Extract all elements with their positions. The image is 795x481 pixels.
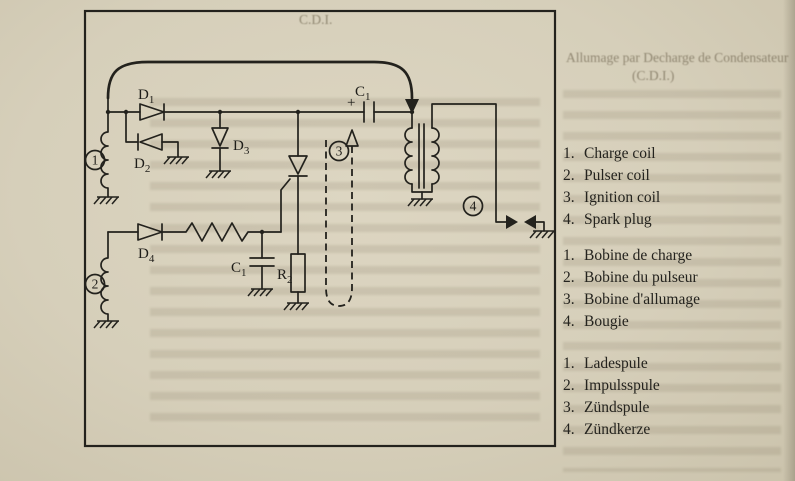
legend-item: 3.Ignition coil xyxy=(563,189,661,206)
legend-item: 2.Bobine du pulseur xyxy=(563,269,698,286)
legend-english: 1.Charge coil 2.Pulser coil 3.Ignition c… xyxy=(563,143,791,231)
ground-symbol xyxy=(283,302,310,311)
page-edge-shadow xyxy=(783,0,795,481)
ground-symbol xyxy=(247,288,274,297)
callout-3: 3 xyxy=(328,140,350,162)
junction-dots xyxy=(105,109,415,235)
legend-item: 4.Spark plug xyxy=(563,211,652,228)
label-c1: C1 xyxy=(355,84,371,103)
legend-item: 4.Bougie xyxy=(563,313,629,330)
ghost-text-region xyxy=(563,90,781,472)
charge-flow-arrow xyxy=(106,60,419,114)
ghost-text: C.D.I. xyxy=(299,12,333,27)
diode-d2: D2 xyxy=(125,111,190,175)
svg-text:3: 3 xyxy=(336,144,343,159)
capacitor-c1: C1 + xyxy=(347,84,375,123)
legend-german: 1.Ladespule 2.Impulsspule 3.Zündspule 4.… xyxy=(563,353,791,441)
ghost-text-region xyxy=(150,98,540,433)
legend-item: 4.Zündkerze xyxy=(563,421,651,438)
legend-item: 1.Charge coil xyxy=(563,145,656,162)
ground-symbol xyxy=(93,196,120,205)
label-d2: D2 xyxy=(134,156,150,175)
spark-plug xyxy=(506,215,556,239)
diagram-frame xyxy=(83,9,557,448)
diode-d1: D1 xyxy=(138,87,165,121)
legend-french: 1.Bobine de charge 2.Bobine du pulseur 3… xyxy=(563,245,791,333)
legend-item: 3.Zündspule xyxy=(563,399,650,416)
main-wire xyxy=(107,111,413,129)
legend-item: 1.Bobine de charge xyxy=(563,247,693,264)
legend-item: 1.Ladespule xyxy=(563,355,648,372)
legend-item: 2.Pulser coil xyxy=(563,167,650,184)
ghost-text: (C.D.I.) xyxy=(632,68,675,83)
legend-item: 3.Bobine d'allumage xyxy=(563,291,701,308)
diode-d3: D3 xyxy=(205,111,250,179)
svg-text:4: 4 xyxy=(470,199,477,214)
callout-4: 4 xyxy=(462,195,484,217)
svg-text:1: 1 xyxy=(92,153,99,168)
ground-symbol xyxy=(205,170,232,179)
ghost-text: Allumage par Decharge de Condensateur xyxy=(566,50,789,65)
label-d4: D4 xyxy=(138,246,155,265)
callout-1: 1 xyxy=(84,149,106,171)
resistor-r2: R2 xyxy=(277,253,310,311)
legend-item: 2.Impulsspule xyxy=(563,377,660,394)
discharge-flow-dashed-arrow xyxy=(325,129,359,307)
label-d1: D1 xyxy=(138,87,154,106)
ground-symbol xyxy=(529,230,556,239)
diode-d4: D4 xyxy=(137,223,163,265)
capacitor-c1-gate: C1 xyxy=(231,231,275,297)
callout-2: 2 xyxy=(84,273,106,295)
svg-text:2: 2 xyxy=(92,277,99,292)
ground-symbol xyxy=(93,320,120,329)
ignition-coil xyxy=(404,103,507,223)
gate-wire xyxy=(107,222,282,242)
charge-coil xyxy=(93,97,120,205)
ground-symbol xyxy=(163,156,190,165)
ground-symbol xyxy=(407,198,434,207)
label-plus: + xyxy=(347,95,355,111)
scr-thyristor xyxy=(280,111,308,255)
label-c1-gate: C1 xyxy=(231,260,247,279)
pulser-coil xyxy=(93,231,120,329)
label-r2: R2 xyxy=(277,267,293,286)
label-d3: D3 xyxy=(233,138,250,157)
